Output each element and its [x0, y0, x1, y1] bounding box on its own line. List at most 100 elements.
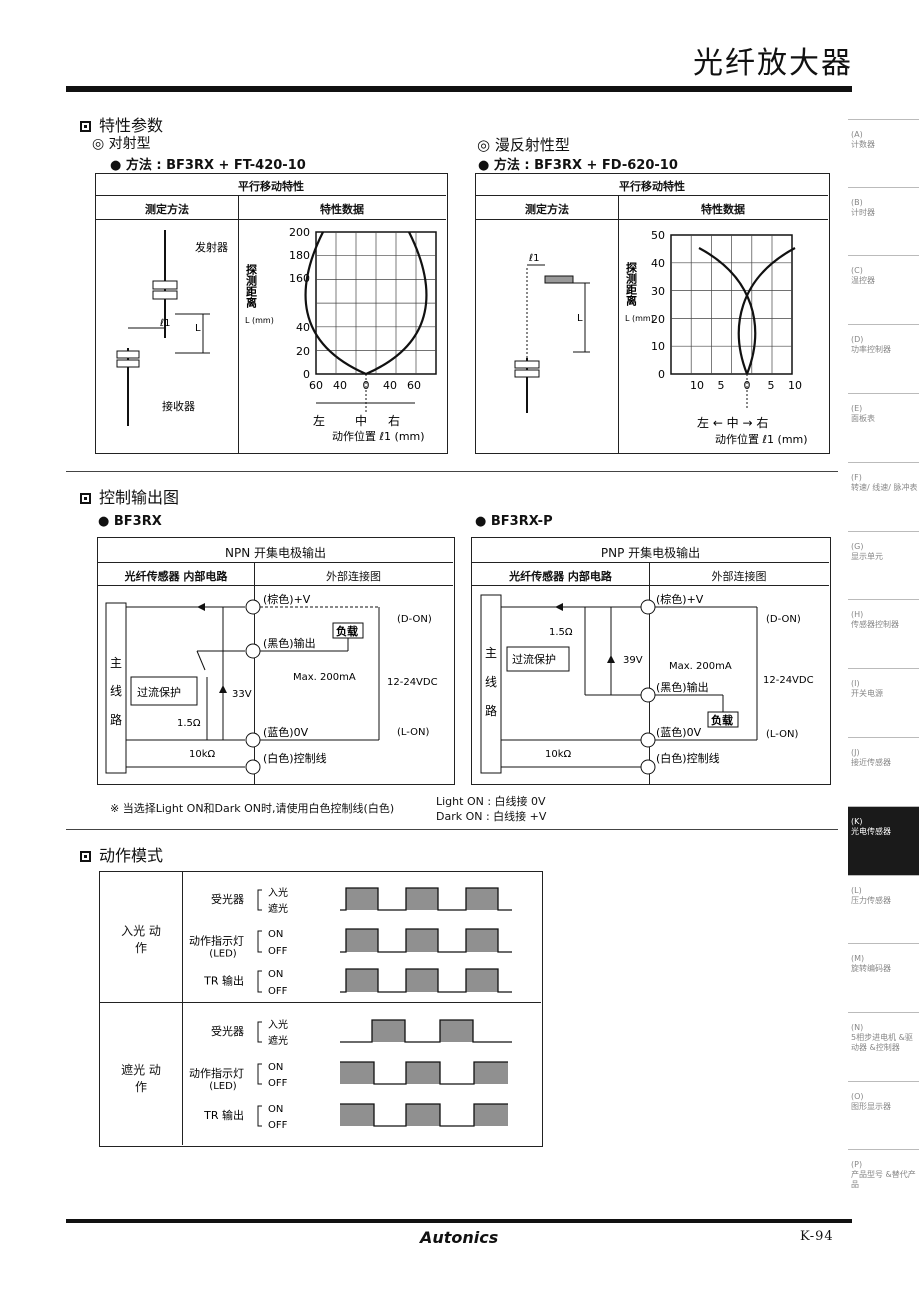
npn-external-header: 外部连接图 [326, 570, 381, 583]
sidebar-item[interactable]: (F)转速/ 线速/ 脉冲表 [848, 462, 919, 531]
mode-pulse [340, 1104, 374, 1126]
y-tick-label: 160 [289, 272, 310, 285]
sidebar-code: (J) [851, 748, 860, 757]
sidebar-label: 计数器 [851, 140, 875, 149]
mode-state-low: OFF [268, 986, 288, 997]
sidebar-item[interactable]: (D)功率控制器 [848, 324, 919, 393]
mode-state-low: 遮光 [268, 902, 288, 915]
mode-waveform [340, 968, 512, 993]
sidebar-code: (F) [851, 473, 862, 482]
right-l1-label: ℓ1 [529, 253, 540, 264]
left-char-figure: ℓ1 L 发射器 接收器 探测距离 L (mm) 200180160402006… [116, 226, 437, 443]
sidebar-item[interactable]: (B)计时器 [848, 187, 919, 255]
svg-text:(黑色)输出: (黑色)输出 [263, 636, 316, 650]
x-tick-label: 5 [768, 379, 775, 392]
mode-pulse [440, 1020, 473, 1042]
sidebar-item[interactable]: (M)旋转编码器 [848, 943, 919, 1012]
sidebar-label: 光电传感器 [851, 827, 891, 836]
pnp-diagram: PNP 开集电极输出 光纤传感器 内部电路 外部连接图 [471, 537, 831, 785]
sidebar-item[interactable]: (I)开关电源 [848, 668, 919, 737]
mode-pulse [340, 1062, 374, 1084]
mode-pulse [474, 1062, 508, 1084]
output-note: ※ 当选择Light ON和Dark ON时,请使用白色控制线(白色) [110, 802, 395, 815]
page-title: 光纤放大器 [693, 46, 853, 81]
page-number: K-94 [800, 1229, 834, 1244]
mode-pulse [466, 929, 498, 952]
mode-row-label: TR 输出 [203, 974, 244, 988]
sidebar-code: (O) [851, 1092, 864, 1101]
mode-pulse [346, 929, 378, 952]
sidebar-code: (C) [851, 266, 863, 275]
detection-curve-left [698, 247, 757, 375]
sidebar-item[interactable]: (A)计数器 [848, 119, 919, 187]
sidebar-item[interactable]: (C)温控器 [848, 255, 919, 324]
x-tick-label: 0 [363, 379, 370, 392]
sidebar-item[interactable]: (N)5相步进电机 &驱动器 &控制器 [848, 1012, 919, 1081]
section-output: 控制输出图 [80, 484, 179, 508]
y-tick-label: 200 [289, 226, 310, 239]
section-mode: 动作模式 [80, 842, 163, 866]
svg-text:过流保护: 过流保护 [137, 685, 181, 699]
mode-row-sublabel: (LED) [209, 949, 236, 960]
sidebar-item[interactable]: (L)压力传感器 [848, 875, 919, 943]
sidebar-label: 接近传感器 [851, 758, 891, 767]
x-tick-label: 5 [718, 379, 725, 392]
sidebar-item[interactable]: (P)产品型号 &替代产品 [848, 1149, 919, 1209]
y-tick-label: 40 [296, 321, 310, 334]
sidebar-label: 转速/ 线速/ 脉冲表 [851, 483, 918, 492]
x-tick-label: 0 [744, 379, 751, 392]
left-yunit: L (mm) [245, 316, 274, 325]
svg-text:(蓝色)0V: (蓝色)0V [656, 725, 702, 739]
mode-pulse [406, 1062, 440, 1084]
svg-text:负载: 负载 [711, 713, 733, 727]
svg-text:(D-ON): (D-ON) [766, 614, 801, 625]
x-tick-label: 10 [788, 379, 802, 392]
pnp-circuit: 主 线 路 1.5Ω 过流保护 39V 10kΩ (棕色)+V (黑色)输出 (… [480, 592, 814, 775]
svg-text:线: 线 [110, 684, 122, 698]
right-type: ◎ 漫反射性型 [477, 136, 570, 154]
mode-waveform [340, 1061, 508, 1085]
sidebar-code: (P) [851, 1160, 863, 1169]
svg-text:(L-ON): (L-ON) [766, 729, 799, 740]
side-index: (A)计数器(B)计时器(C)温控器(D)功率控制器(E)面板表(F)转速/ 线… [848, 119, 919, 1209]
mode-pulse [372, 1020, 405, 1042]
emitter-label: 发射器 [195, 240, 228, 254]
sidebar-label: 图形显示器 [851, 1102, 891, 1111]
x-tick-label: 40 [333, 379, 347, 392]
left-table-title: 平行移动特性 [238, 180, 304, 193]
x-tick-label: 40 [383, 379, 397, 392]
right-method: ● 方法 : BF3RX + FD-620-10 [478, 158, 678, 173]
y-tick-label: 20 [296, 345, 310, 358]
section-characteristics: 特性参数 [80, 112, 163, 136]
detection-curve-right [737, 247, 796, 375]
sidebar-code: (H) [851, 610, 864, 619]
svg-text:Max. 200mA: Max. 200mA [669, 661, 732, 672]
brand-logo: Autonics [420, 1228, 499, 1247]
right-yunit: L (mm) [625, 314, 654, 323]
left-col2: 特性数据 [320, 203, 364, 216]
sidebar-item[interactable]: (J)接近传感器 [848, 737, 919, 806]
sidebar-item[interactable]: (G)显示单元 [848, 531, 919, 599]
sidebar-item[interactable]: (O)图形显示器 [848, 1081, 919, 1149]
sidebar-code: (B) [851, 198, 863, 207]
mode-state-high: ON [268, 1062, 283, 1073]
sidebar-item[interactable]: (H)传感器控制器 [848, 599, 919, 668]
sidebar-label: 显示单元 [851, 552, 883, 561]
right-dir: 左 ← 中 → 右 [697, 415, 768, 430]
svg-text:10kΩ: 10kΩ [189, 749, 216, 760]
svg-text:(白色)控制线: (白色)控制线 [263, 751, 327, 765]
mode-state-low: OFF [268, 1120, 288, 1131]
sidebar-item[interactable]: (K)光电传感器 [848, 806, 919, 875]
mode-group-light: 入光 动作 [121, 924, 161, 955]
mode-state-low: OFF [268, 946, 288, 957]
x-tick-label: 60 [309, 379, 323, 392]
y-tick-label: 40 [651, 257, 665, 270]
svg-text:10kΩ: 10kΩ [545, 749, 572, 760]
mode-state-high: ON [268, 1104, 283, 1115]
svg-text:主: 主 [110, 656, 122, 670]
sidebar-item[interactable]: (E)面板表 [848, 393, 919, 462]
svg-text:负载: 负载 [336, 624, 358, 638]
svg-text:(黑色)输出: (黑色)输出 [656, 680, 709, 694]
svg-text:(白色)控制线: (白色)控制线 [656, 751, 720, 765]
